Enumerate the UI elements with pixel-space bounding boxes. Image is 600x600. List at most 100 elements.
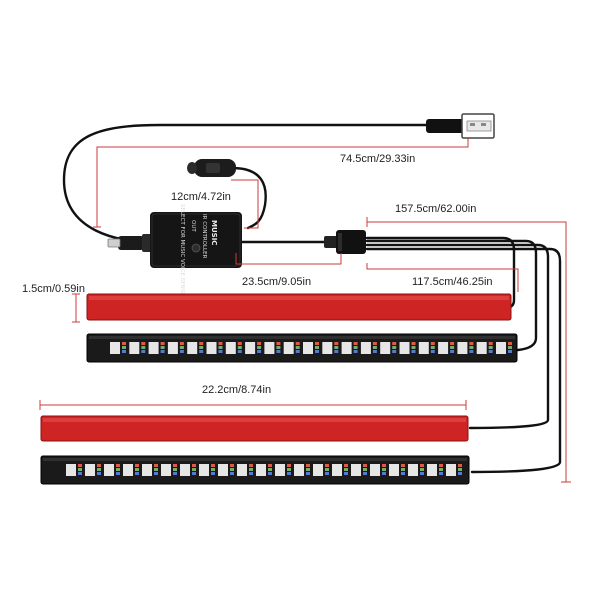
led-resistor bbox=[154, 464, 158, 467]
led-chip bbox=[380, 342, 391, 354]
led-chip bbox=[275, 464, 285, 476]
led-resistor bbox=[135, 468, 139, 471]
led-chip bbox=[446, 464, 456, 476]
led-chip bbox=[457, 342, 468, 354]
dim-strip-height bbox=[72, 293, 80, 323]
led-resistor bbox=[287, 472, 291, 475]
cables bbox=[62, 123, 562, 474]
led-chip bbox=[66, 464, 76, 476]
led-resistor bbox=[173, 464, 177, 467]
led-resistor bbox=[439, 472, 443, 475]
led-resistor bbox=[211, 468, 215, 471]
led-resistor bbox=[334, 350, 339, 353]
label-strip-length: 22.2cm/8.74in bbox=[202, 384, 271, 396]
led-resistor bbox=[401, 468, 405, 471]
led-chip bbox=[399, 342, 410, 354]
led-strip-black-2 bbox=[40, 455, 470, 485]
led-resistor bbox=[392, 342, 397, 345]
led-chip bbox=[476, 342, 487, 354]
led-resistor bbox=[276, 346, 281, 349]
led-chip bbox=[199, 464, 209, 476]
led-resistor bbox=[469, 350, 474, 353]
led-chip bbox=[85, 464, 95, 476]
led-chip bbox=[123, 464, 133, 476]
led-resistor bbox=[287, 464, 291, 467]
led-resistor bbox=[211, 464, 215, 467]
led-chip bbox=[237, 464, 247, 476]
dim-strip-length bbox=[39, 400, 467, 410]
led-resistor bbox=[78, 468, 82, 471]
led-resistor bbox=[420, 468, 424, 471]
led-resistor bbox=[237, 346, 242, 349]
led-resistor bbox=[334, 346, 339, 349]
led-resistor bbox=[382, 464, 386, 467]
led-chip bbox=[104, 464, 114, 476]
output-wire-2 bbox=[365, 239, 538, 352]
led-chip bbox=[303, 342, 313, 354]
led-resistor bbox=[160, 350, 165, 353]
led-resistor bbox=[192, 468, 196, 471]
led-resistor bbox=[334, 342, 339, 345]
led-resistor bbox=[353, 342, 358, 345]
led-resistor bbox=[268, 464, 272, 467]
led-chip bbox=[322, 342, 333, 354]
led-resistor bbox=[179, 346, 184, 349]
led-resistor bbox=[363, 472, 367, 475]
led-resistor bbox=[192, 472, 196, 475]
led-chips-row-2 bbox=[66, 464, 462, 476]
led-resistor bbox=[122, 350, 126, 353]
led-resistor bbox=[411, 350, 416, 353]
label-strip-height: 1.5cm/0.59in bbox=[22, 283, 85, 295]
led-resistor bbox=[173, 468, 177, 471]
led-strip-red-2 bbox=[40, 415, 469, 442]
led-resistor bbox=[392, 350, 397, 353]
led-resistor bbox=[287, 468, 291, 471]
led-resistor bbox=[411, 342, 416, 345]
led-resistor bbox=[401, 472, 405, 475]
led-resistor bbox=[488, 342, 493, 345]
led-chip bbox=[142, 464, 152, 476]
led-resistor bbox=[154, 468, 158, 471]
led-resistor bbox=[401, 464, 405, 467]
led-resistor bbox=[508, 350, 512, 353]
led-resistor bbox=[230, 468, 234, 471]
label-controller-to-splitter: 23.5cm/9.05in bbox=[242, 276, 311, 288]
led-resistor bbox=[382, 468, 386, 471]
dim-controller-to-splitter bbox=[235, 253, 342, 265]
splitter-connector bbox=[324, 230, 366, 254]
led-resistor bbox=[154, 472, 158, 475]
led-resistor bbox=[469, 346, 474, 349]
usb-cable bbox=[62, 123, 430, 244]
label-usb-cable: 74.5cm/29.33in bbox=[340, 153, 415, 165]
led-resistor bbox=[97, 472, 101, 475]
led-strip-red-1 bbox=[86, 293, 512, 321]
dimension-lines bbox=[39, 138, 571, 483]
label-short-wire: 117.5cm/46.25in bbox=[412, 276, 493, 288]
led-resistor bbox=[488, 346, 493, 349]
led-resistor bbox=[295, 342, 300, 345]
dim-long-wire bbox=[367, 221, 567, 482]
led-chip bbox=[225, 342, 236, 354]
led-resistor bbox=[268, 468, 272, 471]
led-resistor bbox=[276, 350, 281, 353]
led-resistor bbox=[439, 464, 443, 467]
led-resistor bbox=[141, 346, 146, 349]
led-resistor bbox=[450, 346, 455, 349]
led-resistor bbox=[325, 468, 329, 471]
led-chip bbox=[389, 464, 399, 476]
led-resistor bbox=[268, 472, 272, 475]
led-chip bbox=[496, 342, 506, 354]
led-resistor bbox=[179, 342, 184, 345]
led-chip bbox=[283, 342, 294, 354]
led-resistor bbox=[295, 346, 300, 349]
led-chip bbox=[167, 342, 178, 354]
led-resistor bbox=[160, 342, 165, 345]
led-chip bbox=[294, 464, 304, 476]
dim-usb-cable bbox=[96, 138, 469, 227]
led-resistor bbox=[344, 472, 348, 475]
led-chip bbox=[360, 342, 371, 354]
led-resistor bbox=[218, 342, 223, 345]
led-chip bbox=[408, 464, 418, 476]
dim-ir-cable bbox=[231, 179, 259, 229]
